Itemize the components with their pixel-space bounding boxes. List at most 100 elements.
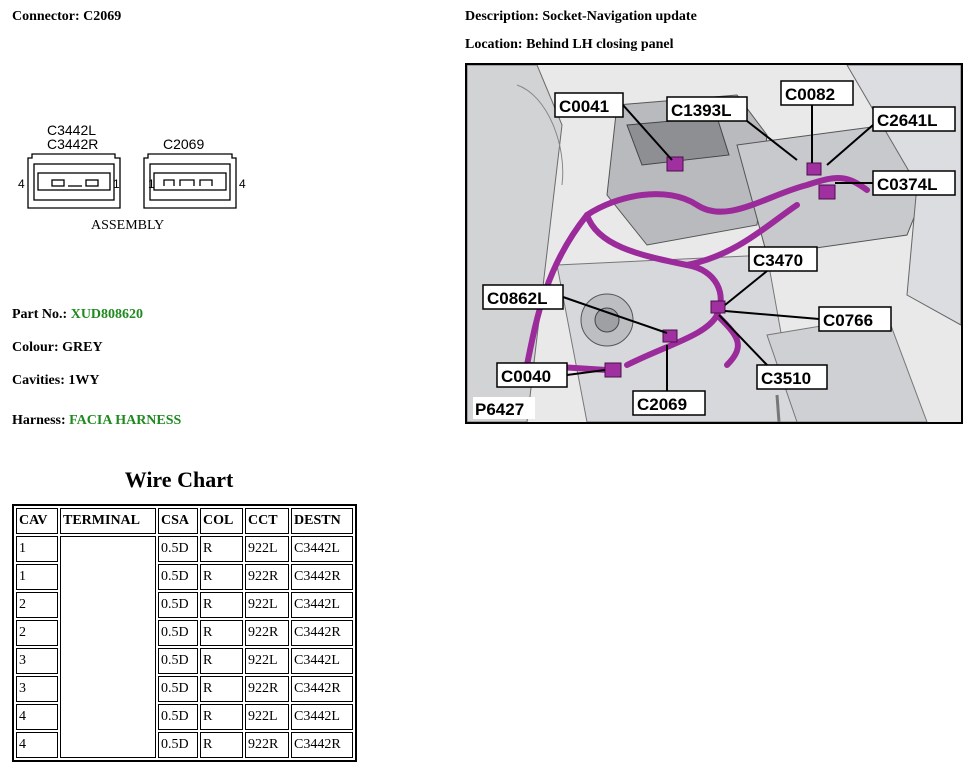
callout-c0041: C0041 <box>554 92 673 161</box>
cell-cav: 2 <box>16 620 58 646</box>
colour-value: GREY <box>62 340 103 355</box>
harness-line: Harness: FACIA HARNESS <box>12 413 181 429</box>
cell-csa: 0.5D <box>158 732 198 758</box>
callout-c0082: C0082 <box>780 80 854 163</box>
diagram-caption: ASSEMBLY <box>91 218 164 233</box>
col-header-cav: CAV <box>16 508 58 534</box>
harness-value[interactable]: FACIA HARNESS <box>69 413 182 428</box>
cavities-value: 1WY <box>68 373 100 388</box>
svg-text:C0082: C0082 <box>785 85 835 104</box>
cell-cav: 4 <box>16 732 58 758</box>
cell-destn: C3442L <box>291 704 353 730</box>
cell-col: R <box>200 648 243 674</box>
cell-destn: C3442R <box>291 564 353 590</box>
connector-face-diagram: C3442L C3442R C2069 4 1 1 4 ASSEMBLY <box>14 118 264 238</box>
callout-c1393l: C1393L <box>666 96 798 161</box>
cell-col: R <box>200 592 243 618</box>
cell-col: R <box>200 536 243 562</box>
callout-c0374l: C0374L <box>835 170 956 196</box>
callout-c3510: C3510 <box>718 314 828 390</box>
cell-cct: 922R <box>245 620 289 646</box>
cell-cav: 3 <box>16 676 58 702</box>
part-no-line: Part No.: XUD808620 <box>12 307 143 323</box>
cell-cct: 922R <box>245 676 289 702</box>
right-connector-shape <box>143 153 237 209</box>
callout-group: C0041 C1393L C0082 C2641L C0374L <box>473 80 956 419</box>
connector-line: Connector: C2069 <box>12 9 121 25</box>
svg-text:C0041: C0041 <box>559 97 609 116</box>
diagram-left-label-2: C3442R <box>47 136 98 152</box>
callout-c0766: C0766 <box>724 306 892 332</box>
svg-text:C0766: C0766 <box>823 311 873 330</box>
cell-cav: 4 <box>16 704 58 730</box>
table-header-row: CAV TERMINAL CSA COL CCT DESTN <box>16 508 353 534</box>
cell-cct: 922R <box>245 732 289 758</box>
diagram-left-label-1: C3442L <box>47 122 96 138</box>
cell-cct: 922L <box>245 592 289 618</box>
cavities-label: Cavities: <box>12 373 65 388</box>
harness-label: Harness: <box>12 413 66 428</box>
left-pin-inner: 1 <box>113 177 120 191</box>
left-pin-outer: 4 <box>18 177 25 191</box>
description-line: Description: Socket-Navigation update <box>465 9 697 25</box>
callout-c2641l: C2641L <box>826 106 956 166</box>
location-value: Behind LH closing panel <box>526 37 674 52</box>
cell-cav: 2 <box>16 592 58 618</box>
svg-text:C0040: C0040 <box>501 367 551 386</box>
connector-value: C2069 <box>83 9 122 24</box>
description-value: Socket-Navigation update <box>542 9 697 24</box>
cell-csa: 0.5D <box>158 592 198 618</box>
svg-text:C2069: C2069 <box>637 395 687 414</box>
cell-destn: C3442L <box>291 592 353 618</box>
cell-cct: 922R <box>245 564 289 590</box>
callout-c3470: C3470 <box>724 246 818 306</box>
colour-line: Colour: GREY <box>12 340 103 356</box>
cell-destn: C3442R <box>291 732 353 758</box>
description-label: Description: <box>465 9 539 24</box>
cell-cct: 922L <box>245 536 289 562</box>
left-connector-shape <box>27 153 121 209</box>
cell-col: R <box>200 564 243 590</box>
svg-text:C3470: C3470 <box>753 251 803 270</box>
col-header-csa: CSA <box>158 508 198 534</box>
callout-c0040: C0040 <box>496 362 606 388</box>
cell-csa: 0.5D <box>158 704 198 730</box>
cell-cct: 922L <box>245 648 289 674</box>
svg-text:C1393L: C1393L <box>671 101 731 120</box>
photo-ref: P6427 <box>473 397 535 419</box>
callout-c2069: C2069 <box>632 345 706 416</box>
cell-csa: 0.5D <box>158 564 198 590</box>
cell-destn: C3442L <box>291 536 353 562</box>
diagram-right-label: C2069 <box>163 136 204 152</box>
cell-destn: C3442R <box>291 676 353 702</box>
cell-col: R <box>200 704 243 730</box>
part-no-value[interactable]: XUD808620 <box>70 307 144 322</box>
colour-label: Colour: <box>12 340 59 355</box>
col-header-cct: CCT <box>245 508 289 534</box>
cell-col: R <box>200 732 243 758</box>
location-photo: C0041 C1393L C0082 C2641L C0374L <box>465 63 963 424</box>
cell-cav: 3 <box>16 648 58 674</box>
cell-cct: 922L <box>245 704 289 730</box>
location-line: Location: Behind LH closing panel <box>465 37 674 53</box>
svg-text:C2641L: C2641L <box>877 111 937 130</box>
cell-col: R <box>200 620 243 646</box>
svg-text:C3510: C3510 <box>761 369 811 388</box>
connector-label: Connector: <box>12 9 80 24</box>
cavities-line: Cavities: 1WY <box>12 373 100 389</box>
wire-chart-title: Wire Chart <box>124 467 234 492</box>
cell-cav: 1 <box>16 564 58 590</box>
cell-csa: 0.5D <box>158 620 198 646</box>
part-no-label: Part No.: <box>12 307 68 322</box>
cell-csa: 0.5D <box>158 536 198 562</box>
right-pin-inner: 1 <box>148 177 155 191</box>
